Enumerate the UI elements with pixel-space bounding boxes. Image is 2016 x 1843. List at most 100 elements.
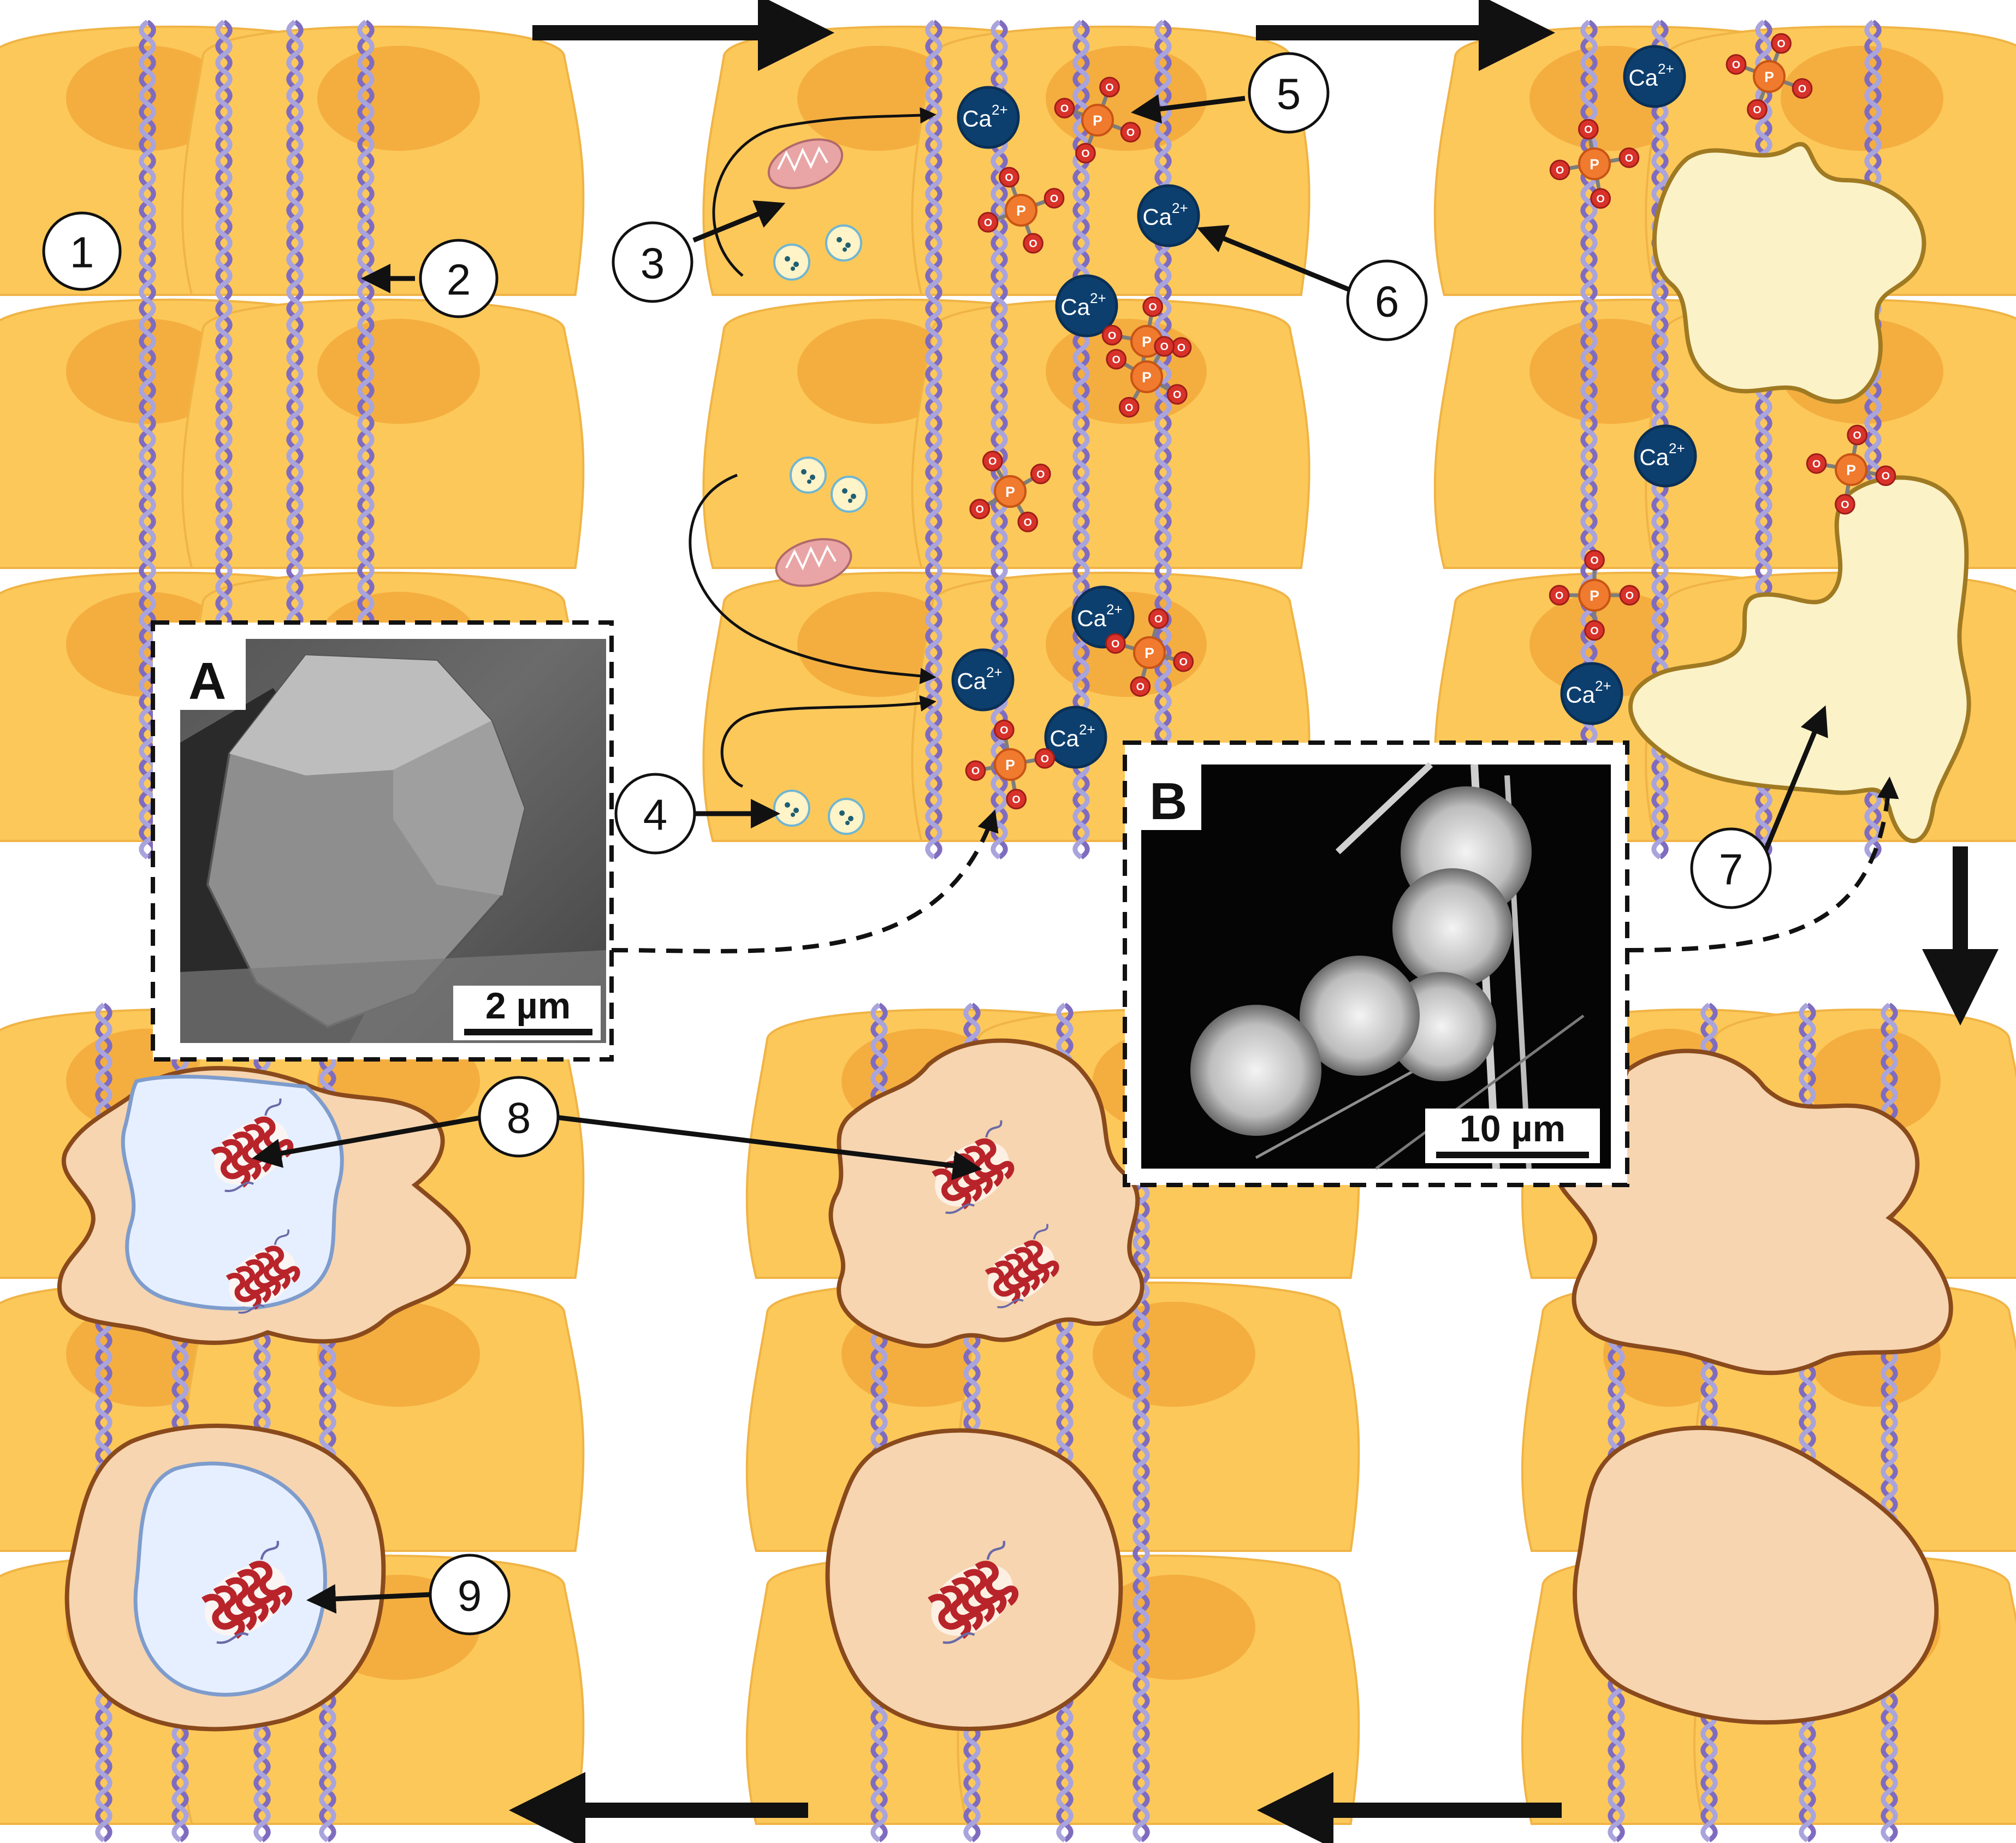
svg-text:O: O — [1555, 590, 1563, 602]
phosphate-ion: O O O O P — [969, 451, 1051, 532]
svg-text:7: 7 — [1719, 845, 1744, 894]
svg-text:O: O — [1841, 499, 1849, 511]
svg-text:O: O — [1173, 389, 1181, 401]
callout-arrows — [252, 94, 1828, 1614]
vesicle-icon — [790, 457, 827, 494]
svg-text:P: P — [1005, 484, 1015, 500]
svg-text:4: 4 — [643, 791, 668, 839]
inset-b-letter: B — [1149, 772, 1187, 831]
callout-2: 2 — [419, 239, 499, 318]
phosphate-ion: O O O O P — [965, 719, 1056, 810]
svg-text:O: O — [1584, 124, 1592, 136]
process-arrows — [509, 0, 1999, 1843]
svg-text:P: P — [1142, 334, 1152, 350]
calcium-ion: Ca2+ — [1560, 662, 1623, 725]
calcium-ion: Ca2+ — [1055, 274, 1118, 337]
svg-text:O: O — [1625, 152, 1633, 164]
svg-text:O: O — [1060, 103, 1069, 115]
inset-a-letter: A — [188, 652, 226, 710]
phosphate-ion: O O O O P — [977, 167, 1065, 254]
inset-b-connector — [1627, 777, 1899, 952]
svg-text:O: O — [1160, 341, 1169, 353]
svg-text:Ca2+: Ca2+ — [1077, 601, 1122, 631]
svg-text:O: O — [1177, 342, 1185, 354]
vesicle-icon — [825, 224, 862, 262]
svg-text:O: O — [1179, 656, 1188, 668]
svg-text:O: O — [1136, 681, 1145, 693]
calcium-ion: Ca2+ — [951, 648, 1015, 712]
svg-text:O: O — [1149, 301, 1157, 313]
callout-1: 1 — [42, 211, 122, 291]
svg-text:O: O — [1050, 193, 1058, 205]
svg-text:O: O — [1041, 753, 1049, 765]
svg-text:O: O — [1029, 238, 1037, 250]
svg-text:9: 9 — [458, 1572, 482, 1620]
protein-icon — [985, 1224, 1059, 1308]
mitochondrion-icon — [767, 138, 844, 189]
callout-6: 6 — [1346, 259, 1428, 341]
calcium-ion: Ca2+ — [1071, 585, 1135, 649]
calcium-ion: Ca2+ — [1137, 184, 1200, 247]
svg-text:O: O — [1036, 469, 1045, 481]
callout-3: 3 — [612, 221, 693, 303]
svg-text:O: O — [1753, 104, 1761, 116]
svg-text:O: O — [1125, 402, 1133, 414]
svg-text:O: O — [1108, 330, 1116, 342]
vesicle-icon — [828, 798, 865, 835]
svg-text:8: 8 — [507, 1094, 531, 1142]
svg-text:O: O — [1024, 517, 1032, 529]
svg-text:O: O — [976, 503, 984, 515]
svg-text:O: O — [1882, 470, 1890, 482]
inset-a: A 2 µm — [151, 620, 614, 1062]
callout-8: 8 — [478, 1076, 560, 1158]
svg-text:O: O — [1777, 38, 1785, 50]
callout-9: 9 — [429, 1554, 511, 1635]
mitochondrion-icon — [775, 538, 852, 587]
collagen-strand — [991, 20, 1008, 860]
protein-icon — [201, 1540, 293, 1644]
svg-text:P: P — [1093, 112, 1102, 129]
callout-4: 4 — [614, 773, 696, 855]
svg-text:Ca2+: Ca2+ — [1060, 290, 1106, 320]
svg-text:P: P — [1145, 645, 1154, 661]
svg-text:1: 1 — [70, 228, 94, 277]
crystal-deposits-panel3 — [1628, 141, 1971, 843]
svg-text:O: O — [1005, 171, 1013, 183]
svg-text:O: O — [1590, 625, 1598, 637]
svg-text:O: O — [1798, 83, 1806, 95]
vesicle-icon — [773, 790, 810, 827]
calcium-ion: Ca2+ — [1623, 45, 1686, 108]
svg-text:P: P — [1142, 369, 1152, 386]
protein-icon — [226, 1229, 300, 1314]
inset-b: B 10 µm — [1123, 740, 1629, 1187]
svg-text:O: O — [1732, 59, 1740, 71]
phosphate-ion: O O O O P — [1726, 33, 1813, 120]
inset-b-scale-label: 10 µm — [1460, 1108, 1566, 1149]
svg-text:O: O — [988, 455, 997, 467]
svg-text:2: 2 — [447, 256, 471, 304]
svg-text:O: O — [971, 765, 980, 777]
svg-text:O: O — [1597, 193, 1605, 205]
svg-text:O: O — [1812, 458, 1821, 470]
svg-text:O: O — [1126, 127, 1135, 139]
svg-text:O: O — [1853, 430, 1861, 442]
svg-text:O: O — [1154, 613, 1163, 625]
svg-text:P: P — [1590, 156, 1599, 173]
vesicle-icon — [773, 244, 810, 281]
svg-text:O: O — [1105, 81, 1113, 93]
svg-text:O: O — [1012, 793, 1021, 805]
svg-text:O: O — [1112, 354, 1120, 366]
svg-text:O: O — [1000, 725, 1008, 737]
svg-text:P: P — [1764, 69, 1774, 85]
svg-text:P: P — [1005, 757, 1015, 773]
svg-text:O: O — [984, 217, 992, 229]
protein-icon — [928, 1540, 1019, 1644]
svg-text:P: P — [1016, 203, 1026, 219]
svg-text:O: O — [1081, 148, 1089, 160]
collagen-strand — [1154, 20, 1172, 860]
svg-text:O: O — [1626, 590, 1634, 602]
